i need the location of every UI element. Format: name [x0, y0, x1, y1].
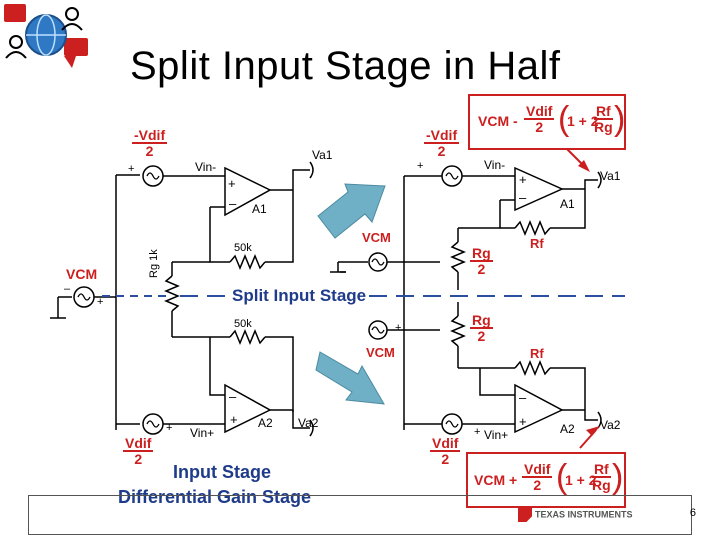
- right-rg-top-icon: [450, 241, 466, 273]
- page-number: 6: [689, 507, 696, 519]
- left-r50k-top-label: 50k: [234, 242, 252, 254]
- arrow-down-icon: [315, 351, 385, 405]
- right-a2-label: A2: [560, 422, 575, 436]
- left-va2-label: Va2: [298, 416, 319, 430]
- left-a2-label: A2: [258, 416, 273, 430]
- right-va2-label: Va2: [600, 418, 621, 432]
- left-vcm-label: VCM: [66, 266, 98, 282]
- right-vcm-top-label: VCM: [362, 230, 391, 245]
- footer-bar: [28, 495, 692, 535]
- right-a2-opamp-icon: [514, 383, 564, 434]
- right-vcm-bot-label: VCM: [366, 345, 395, 360]
- left-vin-plus: Vin+: [190, 426, 215, 440]
- left-r50k-bot-label: 50k: [234, 318, 252, 330]
- slide-title: Split Input Stage in Half: [130, 44, 561, 88]
- right-vin-minus: Vin-: [484, 158, 506, 172]
- left-rg-label: Rg 1k: [148, 249, 160, 278]
- left-a1-label: A1: [252, 202, 267, 216]
- right-vin-plus: Vin+: [484, 428, 509, 442]
- left-a1-opamp-icon: [224, 166, 272, 217]
- left-va1-label: Va1: [312, 148, 333, 162]
- left-r50k-top-icon: [229, 254, 266, 270]
- left-vin-minus: Vin-: [195, 160, 217, 174]
- course-logo: [2, 2, 90, 72]
- input-stage-caption: Input Stage: [173, 462, 271, 482]
- left-r50k-bot-icon: [229, 329, 266, 345]
- left-a2-opamp-icon: [224, 383, 272, 434]
- right-rf-bot-icon: [514, 360, 551, 376]
- right-rf-top-icon: [514, 220, 551, 236]
- right-a1-opamp-icon: [514, 166, 564, 212]
- split-input-stage-label: Split Input Stage: [230, 286, 369, 306]
- arrow-up-icon: [317, 183, 386, 239]
- right-rg-bot-icon: [450, 315, 466, 347]
- left-rg-icon: [164, 275, 180, 312]
- right-rf-bot-label: Rf: [530, 346, 544, 361]
- right-rf-top-label: Rf: [530, 236, 544, 251]
- ti-logo: TEXAS INSTRUMENTS: [518, 508, 633, 522]
- right-va1-label: Va1: [600, 169, 621, 183]
- right-a1-label: A1: [560, 197, 575, 211]
- diff-gain-stage-caption: Differential Gain Stage: [118, 487, 312, 507]
